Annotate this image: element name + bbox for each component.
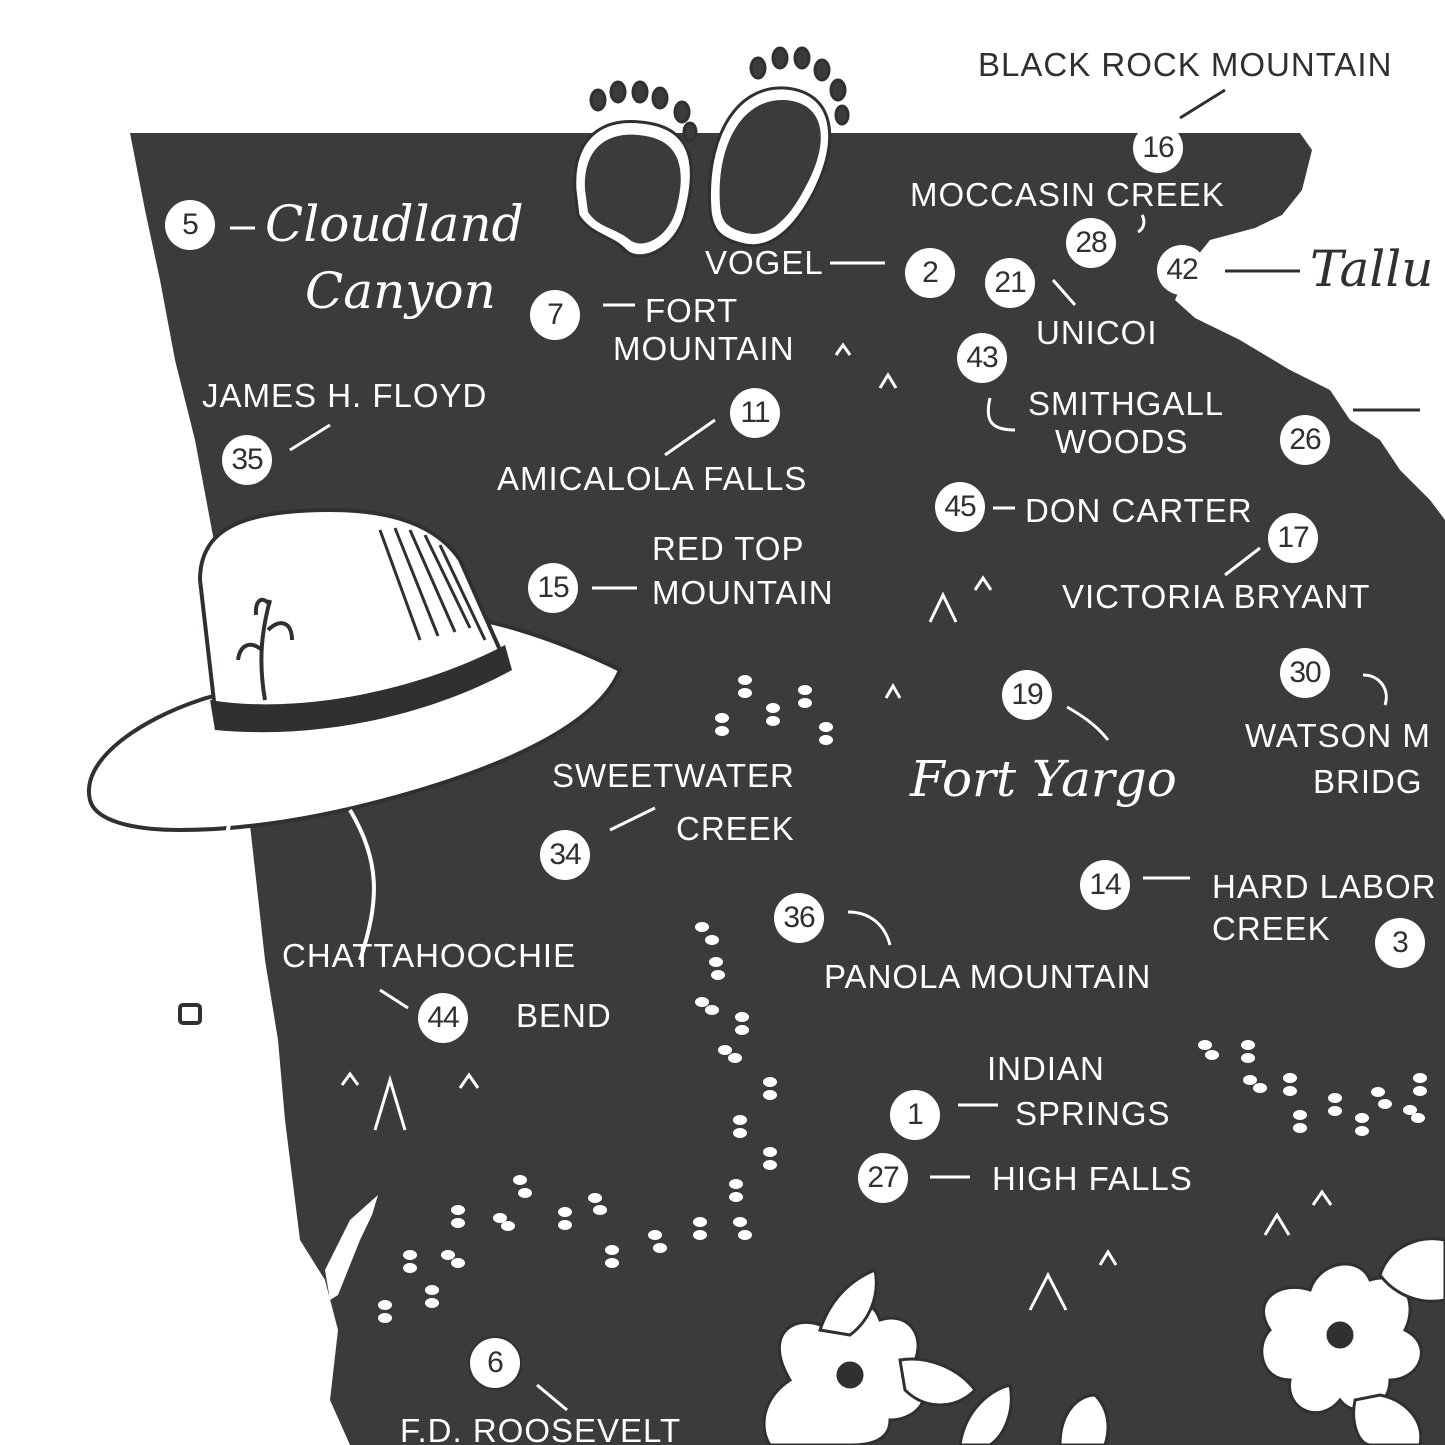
- label-hard-labor-2: CREEK: [1212, 910, 1331, 947]
- label-sweetwater-2: CREEK: [676, 810, 795, 847]
- label-james-h-floyd: JAMES H. FLOYD: [202, 377, 488, 414]
- park-badge-42: 42: [1157, 245, 1207, 295]
- label-fort-mountain-1: FORT: [645, 292, 739, 329]
- park-badge-44: 44: [418, 993, 468, 1043]
- label-panola-mountain: PANOLA MOUNTAIN: [824, 958, 1152, 995]
- leader-lines-dark: [1179, 88, 1420, 412]
- hiking-hat-icon: [86, 507, 623, 1052]
- west-inlet: [325, 1195, 378, 1300]
- leader-lines: [230, 214, 1388, 1412]
- park-badge-35: 35: [222, 435, 272, 485]
- label-cloudland-1: Cloudland: [265, 195, 524, 253]
- dogwood-flower-icon: [762, 1237, 1445, 1445]
- park-badge-16: 16: [1133, 123, 1183, 173]
- label-red-top-2: MOUNTAIN: [652, 574, 834, 611]
- park-badge-21: 21: [985, 258, 1035, 308]
- park-badge-3: 3: [1375, 918, 1425, 968]
- park-badge-30: 30: [1280, 648, 1330, 698]
- label-chattahoochie-1: CHATTAHOOCHIE: [282, 937, 577, 974]
- label-chattahoochie-2: BEND: [516, 997, 612, 1034]
- mountain-peak-icon: [340, 342, 1333, 1311]
- label-indian-1: INDIAN: [987, 1050, 1105, 1087]
- park-badge-5: 5: [165, 200, 215, 250]
- label-moccasin-creek: MOCCASIN CREEK: [910, 176, 1225, 213]
- park-badge-19: 19: [1002, 670, 1052, 720]
- label-indian-2: SPRINGS: [1015, 1095, 1171, 1132]
- park-badge-2: 2: [905, 248, 955, 298]
- park-badge-14: 14: [1080, 860, 1130, 910]
- label-sweetwater-1: SWEETWATER: [552, 757, 795, 794]
- park-badge-45: 45: [935, 482, 985, 532]
- label-red-top-1: RED TOP: [652, 530, 805, 567]
- park-badge-28: 28: [1066, 218, 1116, 268]
- east-notch: [1420, 400, 1445, 480]
- park-badge-36: 36: [774, 893, 824, 943]
- label-smithgall-2: WOODS: [1055, 423, 1189, 460]
- bear-paw-icon: [573, 80, 698, 258]
- label-unicoi: UNICOI: [1036, 314, 1158, 351]
- label-don-carter: DON CARTER: [1025, 492, 1253, 529]
- label-smithgall-1: SMITHGALL: [1028, 385, 1225, 422]
- label-amicalola-falls: AMICALOLA FALLS: [497, 460, 808, 497]
- park-badge-1: 1: [890, 1090, 940, 1140]
- park-badge-34: 34: [540, 830, 590, 880]
- park-badge-26: 26: [1280, 415, 1330, 465]
- label-roosevelt: F.D. ROOSEVELT: [400, 1412, 682, 1445]
- label-vogel: VOGEL: [705, 244, 824, 281]
- footprints-icon: [378, 675, 1427, 1323]
- label-watson-2: BRIDG: [1313, 763, 1423, 800]
- park-badge-17: 17: [1268, 513, 1318, 563]
- label-black-rock-mountain: BLACK ROCK MOUNTAIN: [978, 46, 1393, 83]
- label-victoria-bryant: VICTORIA BRYANT: [1062, 578, 1371, 615]
- label-fort-mountain-2: MOUNTAIN: [613, 330, 795, 367]
- bear-paw-icon: [707, 46, 850, 248]
- park-badge-15: 15: [528, 563, 578, 613]
- park-badge-43: 43: [957, 333, 1007, 383]
- state-outline: [130, 133, 1445, 1445]
- park-badge-11: 11: [730, 388, 780, 438]
- label-watson-1: WATSON M: [1245, 717, 1431, 754]
- park-badge-6: 6: [470, 1338, 520, 1388]
- label-hard-labor-1: HARD LABOR: [1212, 868, 1437, 905]
- label-cloudland-2: Canyon: [305, 262, 496, 320]
- park-badge-27: 27: [858, 1153, 908, 1203]
- label-fort-yargo: Fort Yargo: [910, 750, 1177, 808]
- park-badge-7: 7: [530, 290, 580, 340]
- label-tallulah: Tallu: [1310, 240, 1434, 298]
- label-high-falls: HIGH FALLS: [992, 1160, 1193, 1197]
